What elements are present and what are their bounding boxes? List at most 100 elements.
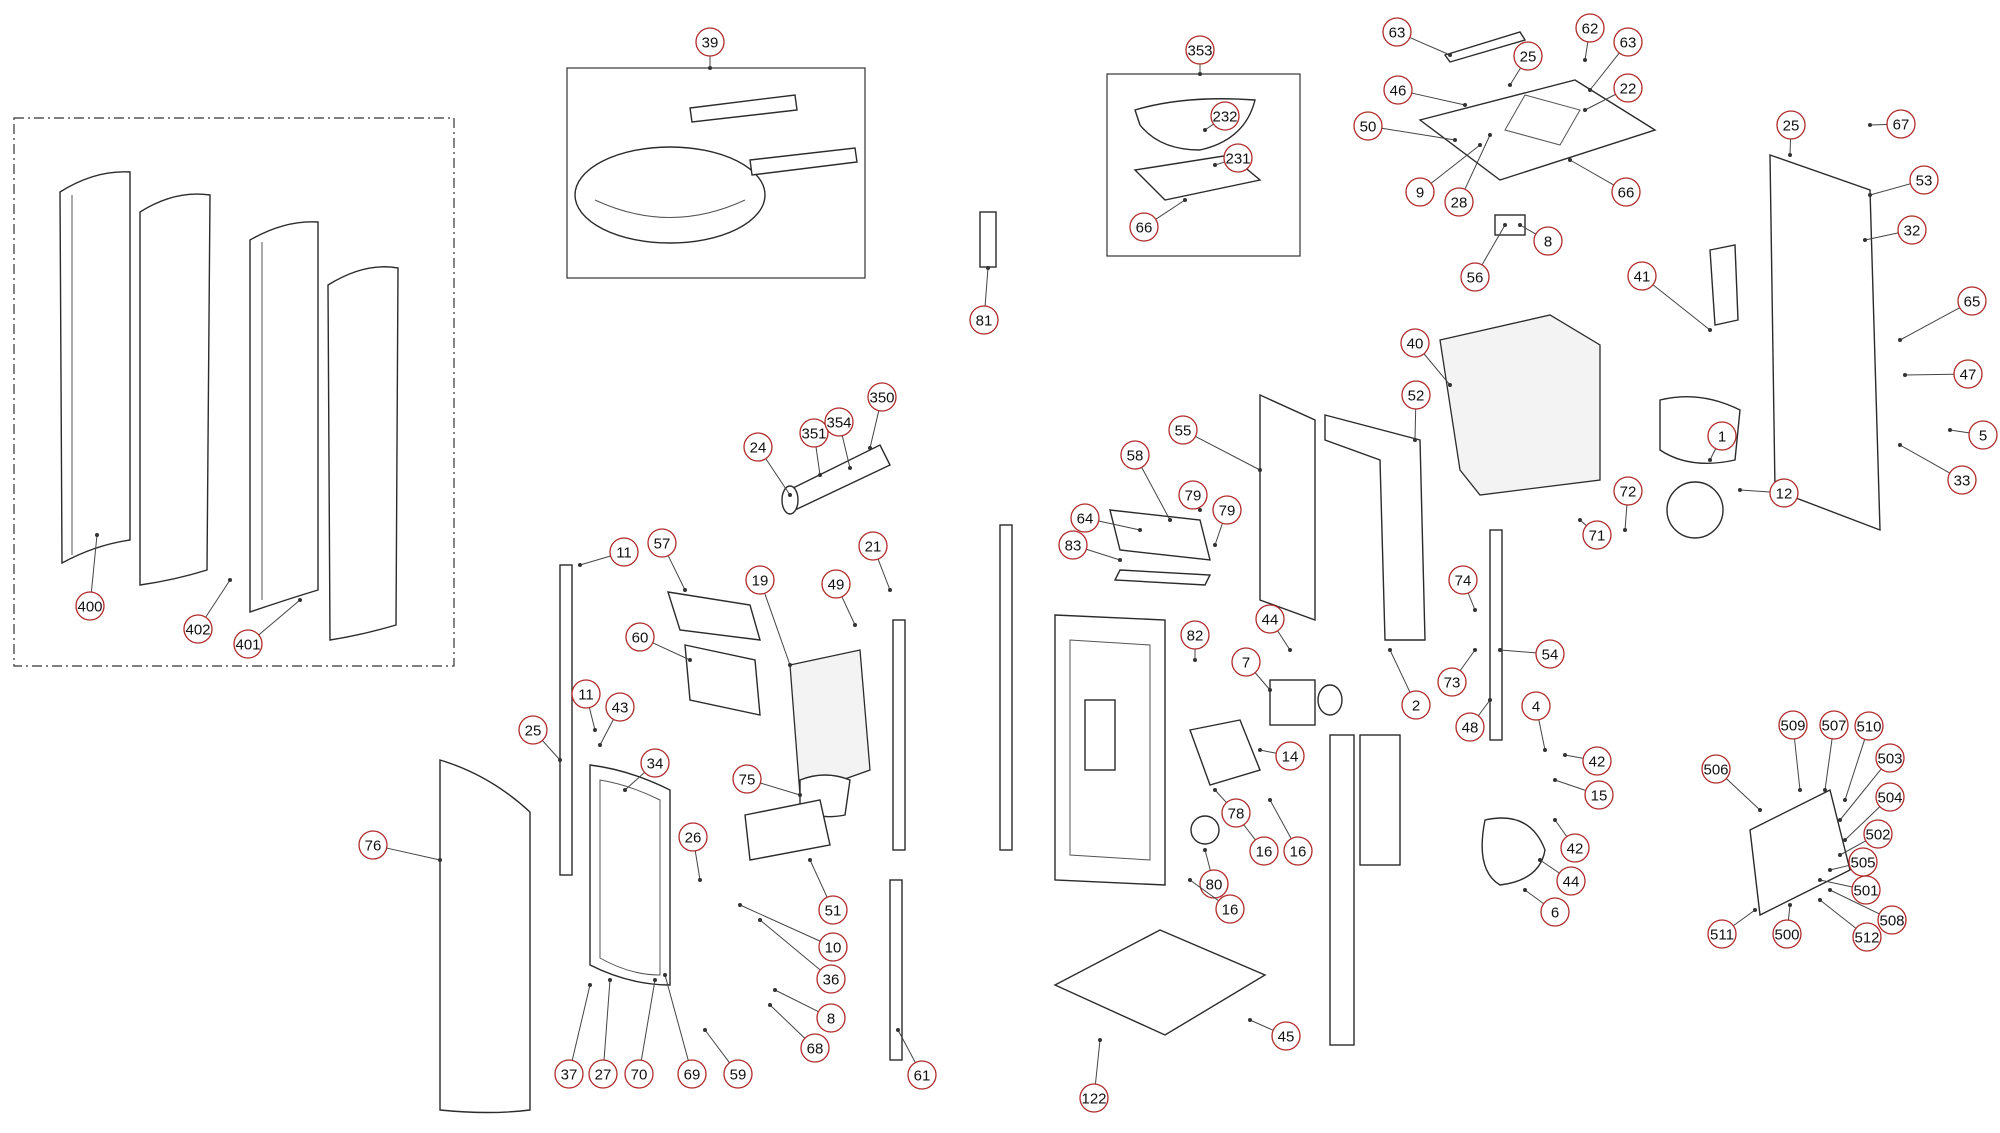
callout-number: 507 — [1821, 718, 1846, 735]
callout-59: 59 — [703, 1028, 753, 1089]
callout-353: 353 — [1185, 35, 1215, 76]
leader-line — [764, 593, 791, 666]
leader-line — [1794, 738, 1801, 791]
leader-dot — [1568, 158, 1572, 162]
callout-26: 26 — [678, 822, 708, 882]
leader-line — [1564, 754, 1584, 759]
callout-68: 68 — [768, 1003, 830, 1063]
leader-line — [1899, 444, 1951, 474]
leader-line — [1844, 806, 1881, 841]
callout-circle — [1875, 743, 1905, 773]
callout-circle — [647, 528, 677, 558]
leader-dot — [1708, 328, 1712, 332]
callout-circle — [605, 692, 635, 722]
callout-32: 32 — [1863, 215, 1927, 245]
leader-dot — [1818, 878, 1822, 882]
callout-63: 63 — [1588, 27, 1643, 92]
callout-number: 64 — [1077, 511, 1094, 528]
callout-circle — [1353, 111, 1383, 141]
callout-number: 509 — [1780, 718, 1805, 735]
leader-line — [739, 904, 821, 942]
callout-circle — [1444, 187, 1474, 217]
callout-number: 48 — [1462, 720, 1479, 737]
callout-50: 50 — [1353, 111, 1457, 142]
leader-line — [1519, 224, 1537, 235]
leader-dot — [896, 1028, 900, 1032]
callout-number: 61 — [914, 1068, 931, 1085]
callout-circle — [1178, 480, 1208, 510]
callout-number: 70 — [631, 1067, 648, 1084]
base-tray — [1053, 929, 1267, 1036]
leader-dot — [773, 988, 777, 992]
pellet-hopper — [1439, 314, 1601, 496]
callout-number: 503 — [1877, 751, 1902, 768]
callout-number: 34 — [647, 756, 664, 773]
callout-62: 62 — [1575, 13, 1605, 62]
leader-dot — [1448, 53, 1452, 57]
callout-57: 57 — [647, 528, 687, 592]
callout-circle — [1405, 177, 1435, 207]
leader-dot — [738, 903, 742, 907]
callout-number: 74 — [1455, 573, 1472, 590]
callout-41: 41 — [1627, 261, 1712, 332]
top-plate — [1418, 31, 1657, 236]
callout-22: 22 — [1583, 73, 1643, 112]
callout-circle — [1707, 421, 1737, 451]
leader-dot — [1868, 123, 1872, 127]
callout-number: 72 — [1620, 484, 1637, 501]
leader-dot — [1583, 108, 1587, 112]
callout-circle — [1058, 530, 1088, 560]
callout-64: 64 — [1070, 503, 1142, 533]
leader-dot — [1248, 1018, 1252, 1022]
callout-number: 10 — [825, 940, 842, 957]
leader-dot — [1288, 648, 1292, 652]
callout-number: 57 — [654, 536, 671, 553]
callout-42: 42 — [1553, 818, 1590, 863]
callout-number: 32 — [1904, 223, 1921, 240]
callout-2: 2 — [1388, 648, 1431, 720]
callout-circle — [821, 569, 851, 599]
callout-circle — [1221, 798, 1251, 828]
leader-line — [1464, 134, 1491, 190]
callout-circle — [824, 407, 854, 437]
leader-line — [1819, 879, 1853, 888]
callout-number: 1 — [1718, 429, 1726, 446]
leader-line — [1652, 284, 1711, 331]
leader-dot — [1828, 888, 1832, 892]
callout-circle — [1957, 286, 1987, 316]
callout-402: 402 — [183, 578, 232, 644]
leader-line — [1733, 909, 1756, 927]
callout-circle — [1383, 75, 1413, 105]
callout-number: 25 — [1520, 49, 1537, 66]
callout-circle — [677, 1059, 707, 1089]
callout-circle — [1707, 919, 1737, 949]
callout-232: 232 — [1203, 101, 1240, 132]
callout-6: 6 — [1523, 888, 1570, 927]
leader-line — [1839, 768, 1882, 821]
callout-122: 122 — [1079, 1038, 1109, 1113]
callout-504: 504 — [1843, 782, 1905, 842]
callout-circle — [609, 537, 639, 567]
air-hose — [781, 444, 891, 515]
callout-number: 81 — [976, 313, 993, 330]
callout-15: 15 — [1553, 778, 1614, 810]
callout-circle — [1249, 836, 1279, 866]
callout-circle — [816, 1003, 846, 1033]
callout-circle — [518, 715, 548, 745]
leader-dot — [1838, 853, 1842, 857]
callout-circle — [1448, 565, 1478, 595]
leader-line — [1254, 672, 1271, 691]
callout-24: 24 — [743, 432, 792, 497]
callout-61: 61 — [896, 1028, 937, 1090]
callout-number: 58 — [1127, 448, 1144, 465]
callout-number: 44 — [1563, 874, 1580, 891]
callout-510: 510 — [1843, 711, 1884, 802]
callout-60: 60 — [625, 622, 692, 662]
callout-circle — [1185, 35, 1215, 65]
callout-number: 350 — [869, 390, 894, 407]
callout-circle — [867, 382, 897, 412]
leader-dot — [1098, 1038, 1102, 1042]
callout-10: 10 — [738, 903, 848, 962]
callout-73: 73 — [1437, 648, 1477, 697]
leader-dot — [683, 588, 687, 592]
